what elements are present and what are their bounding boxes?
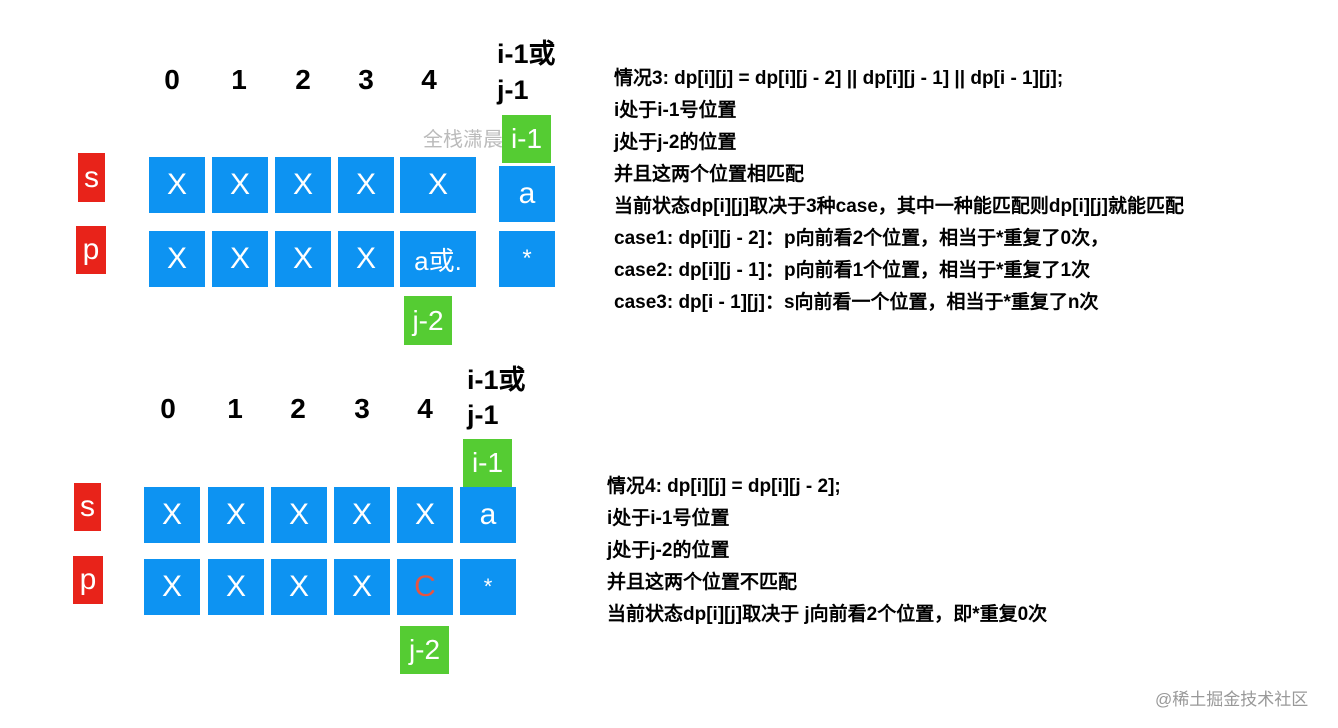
p-cell: X bbox=[212, 231, 268, 287]
top-index: 0 bbox=[164, 64, 180, 95]
p-cell: a或. bbox=[400, 231, 476, 287]
s-cell-last: a bbox=[499, 166, 555, 222]
bottom-text-line: i处于i-1号位置 bbox=[607, 508, 730, 529]
s-cell: X bbox=[275, 157, 331, 213]
bottom-header-line1: i-1或 bbox=[467, 365, 526, 395]
s-cell: X bbox=[149, 157, 205, 213]
row-label-s: s bbox=[78, 153, 105, 202]
top-header-line1: i-1或 bbox=[497, 39, 556, 69]
row-label-p: p bbox=[76, 226, 106, 274]
tag-j-2: j-2 bbox=[400, 626, 449, 674]
p-cell: X bbox=[338, 231, 394, 287]
top-text-line: 情况3: dp[i][j] = dp[i][j - 2] || dp[i][j … bbox=[614, 68, 1064, 89]
bottom-text-line: 并且这两个位置不匹配 bbox=[607, 572, 798, 593]
bottom-index: 4 bbox=[417, 393, 433, 424]
top-text-line: case1: dp[i][j - 2]：p向前看2个位置，相当于*重复了0次， bbox=[614, 228, 1110, 249]
top-index: 2 bbox=[295, 64, 311, 95]
tag-j-2: j-2 bbox=[404, 296, 452, 345]
top-text-line: case3: dp[i - 1][j]：s向前看一个位置，相当于*重复了n次 bbox=[614, 292, 1099, 313]
row-label-p: p bbox=[73, 556, 103, 604]
p-cell: X bbox=[208, 559, 264, 615]
p-cell-mismatch: C bbox=[397, 559, 453, 615]
s-cell: X bbox=[338, 157, 394, 213]
s-cell-last: a bbox=[460, 487, 516, 543]
s-cell: X bbox=[212, 157, 268, 213]
bottom-text-line: j处于j-2的位置 bbox=[607, 540, 730, 561]
p-cell: X bbox=[334, 559, 390, 615]
top-index: 3 bbox=[358, 64, 374, 95]
p-cell-star: * bbox=[499, 231, 555, 287]
bottom-index: 3 bbox=[354, 393, 370, 424]
bottom-index: 0 bbox=[160, 393, 176, 424]
bottom-header-line2: j-1 bbox=[467, 400, 499, 430]
s-cell: X bbox=[397, 487, 453, 543]
s-cell: X bbox=[400, 157, 476, 213]
p-cell: X bbox=[271, 559, 327, 615]
bottom-text-line: 情况4: dp[i][j] = dp[i][j - 2]; bbox=[607, 476, 841, 497]
watermark: 全栈潇晨 bbox=[423, 129, 503, 151]
s-cell: X bbox=[144, 487, 200, 543]
top-index: 1 bbox=[231, 64, 247, 95]
top-text-line: i处于i-1号位置 bbox=[614, 100, 737, 121]
tag-i-1: i-1 bbox=[502, 115, 551, 163]
top-text-line: 当前状态dp[i][j]取决于3种case，其中一种能匹配则dp[i][j]就能… bbox=[614, 196, 1184, 217]
top-header-line2: j-1 bbox=[497, 75, 529, 105]
p-cell: X bbox=[149, 231, 205, 287]
s-cell: X bbox=[208, 487, 264, 543]
bottom-index: 2 bbox=[290, 393, 306, 424]
s-cell: X bbox=[334, 487, 390, 543]
p-cell: X bbox=[275, 231, 331, 287]
top-text-line: j处于j-2的位置 bbox=[614, 132, 737, 153]
p-cell: X bbox=[144, 559, 200, 615]
top-index: 4 bbox=[421, 64, 437, 95]
p-cell-star: * bbox=[460, 559, 516, 615]
row-label-s: s bbox=[74, 483, 101, 531]
footer-watermark: @稀土掘金技术社区 bbox=[1155, 690, 1309, 709]
tag-i-1: i-1 bbox=[463, 439, 512, 487]
top-text-line: 并且这两个位置相匹配 bbox=[614, 164, 805, 185]
bottom-index: 1 bbox=[227, 393, 243, 424]
top-text-line: case2: dp[i][j - 1]：p向前看1个位置，相当于*重复了1次 bbox=[614, 260, 1091, 281]
bottom-text-line: 当前状态dp[i][j]取决于 j向前看2个位置，即*重复0次 bbox=[607, 604, 1048, 625]
s-cell: X bbox=[271, 487, 327, 543]
